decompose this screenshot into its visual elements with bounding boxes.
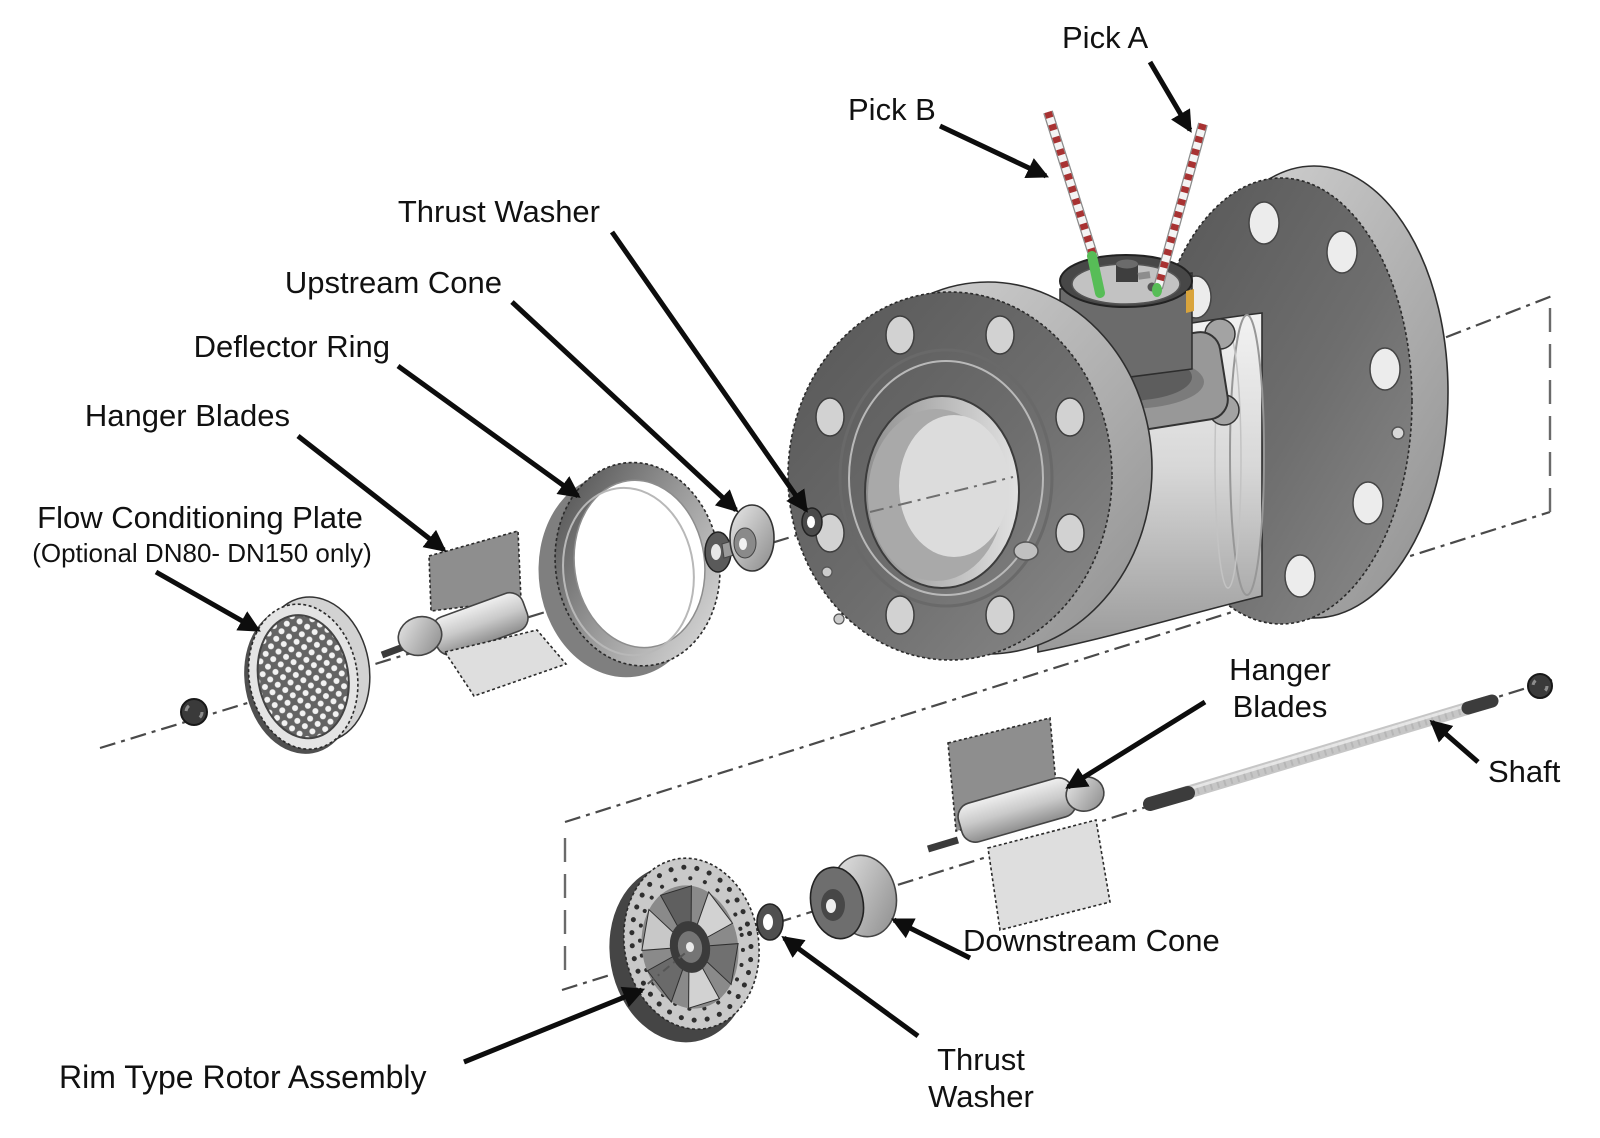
thrust-washer-upstream	[801, 507, 823, 537]
arrow-shaft	[1429, 719, 1480, 764]
front-flange	[787, 281, 1153, 661]
part-labels: Pick A Pick B Thrust Washer Upstream Con…	[32, 20, 1561, 1114]
arrow-pick-a	[1147, 60, 1193, 133]
retaining-nut-downstream	[1527, 673, 1553, 699]
probe-pick-a	[1152, 122, 1208, 297]
orange-detail	[1186, 289, 1194, 313]
label-shaft: Shaft	[1488, 754, 1561, 789]
probe-b-green-sleeve	[1087, 251, 1105, 298]
label-hanger-blades-upper: Hanger Blades	[85, 398, 290, 433]
hanger-blades-downstream	[926, 717, 1111, 931]
rim-type-rotor-assembly	[609, 857, 760, 1043]
label-pick-a: Pick A	[1062, 20, 1148, 55]
lower-blade	[987, 819, 1111, 931]
flow-conditioning-plate	[244, 596, 371, 754]
label-flow-conditioning-plate-note: (Optional DN80- DN150 only)	[32, 538, 372, 568]
label-thrust-washer-upper: Thrust Washer	[398, 194, 600, 229]
arrow-upstream-cone	[510, 300, 739, 513]
thrust-washer-downstream	[756, 903, 784, 941]
label-rotor: Rim Type Rotor Assembly	[59, 1059, 427, 1095]
label-flow-conditioning-plate: Flow Conditioning Plate	[37, 500, 363, 535]
downstream-cone	[809, 854, 898, 940]
label-pick-b: Pick B	[848, 92, 936, 127]
arrow-rotor	[463, 986, 646, 1065]
probe-a-green-tip	[1152, 283, 1162, 297]
shaft	[1143, 694, 1499, 811]
leader-arrows	[154, 60, 1480, 1065]
label-thrust-washer-lower-2: Washer	[928, 1079, 1034, 1114]
label-upstream-cone: Upstream Cone	[285, 265, 502, 300]
label-downstream-cone: Downstream Cone	[963, 923, 1220, 958]
lower-blade	[443, 629, 568, 697]
arrow-pick-b	[938, 123, 1049, 179]
upstream-cone	[704, 504, 775, 573]
arrow-downstream-cone	[891, 917, 972, 961]
arrow-flow-conditioning-plate	[154, 569, 261, 633]
label-thrust-washer-lower-1: Thrust	[937, 1042, 1025, 1077]
arrow-deflector-ring	[396, 363, 581, 499]
hanger-blades-upstream	[380, 529, 568, 697]
label-hanger-blades-lower-2: Blades	[1233, 689, 1328, 724]
deflector-ring	[538, 461, 721, 678]
arrow-hanger-blades-upper	[296, 434, 447, 553]
arrow-thrust-washer-lower	[781, 935, 920, 1039]
label-hanger-blades-lower-1: Hanger	[1229, 652, 1331, 687]
meter-body	[787, 110, 1449, 661]
probe-pick-b	[1043, 110, 1105, 298]
nose-cone	[397, 615, 443, 657]
offset-connector-line	[564, 510, 1551, 824]
retaining-nut-upstream	[180, 698, 208, 726]
arrow-thrust-washer-upper	[609, 230, 809, 513]
arrow-hanger-blades-lower	[1065, 699, 1207, 790]
label-deflector-ring: Deflector Ring	[194, 329, 390, 364]
